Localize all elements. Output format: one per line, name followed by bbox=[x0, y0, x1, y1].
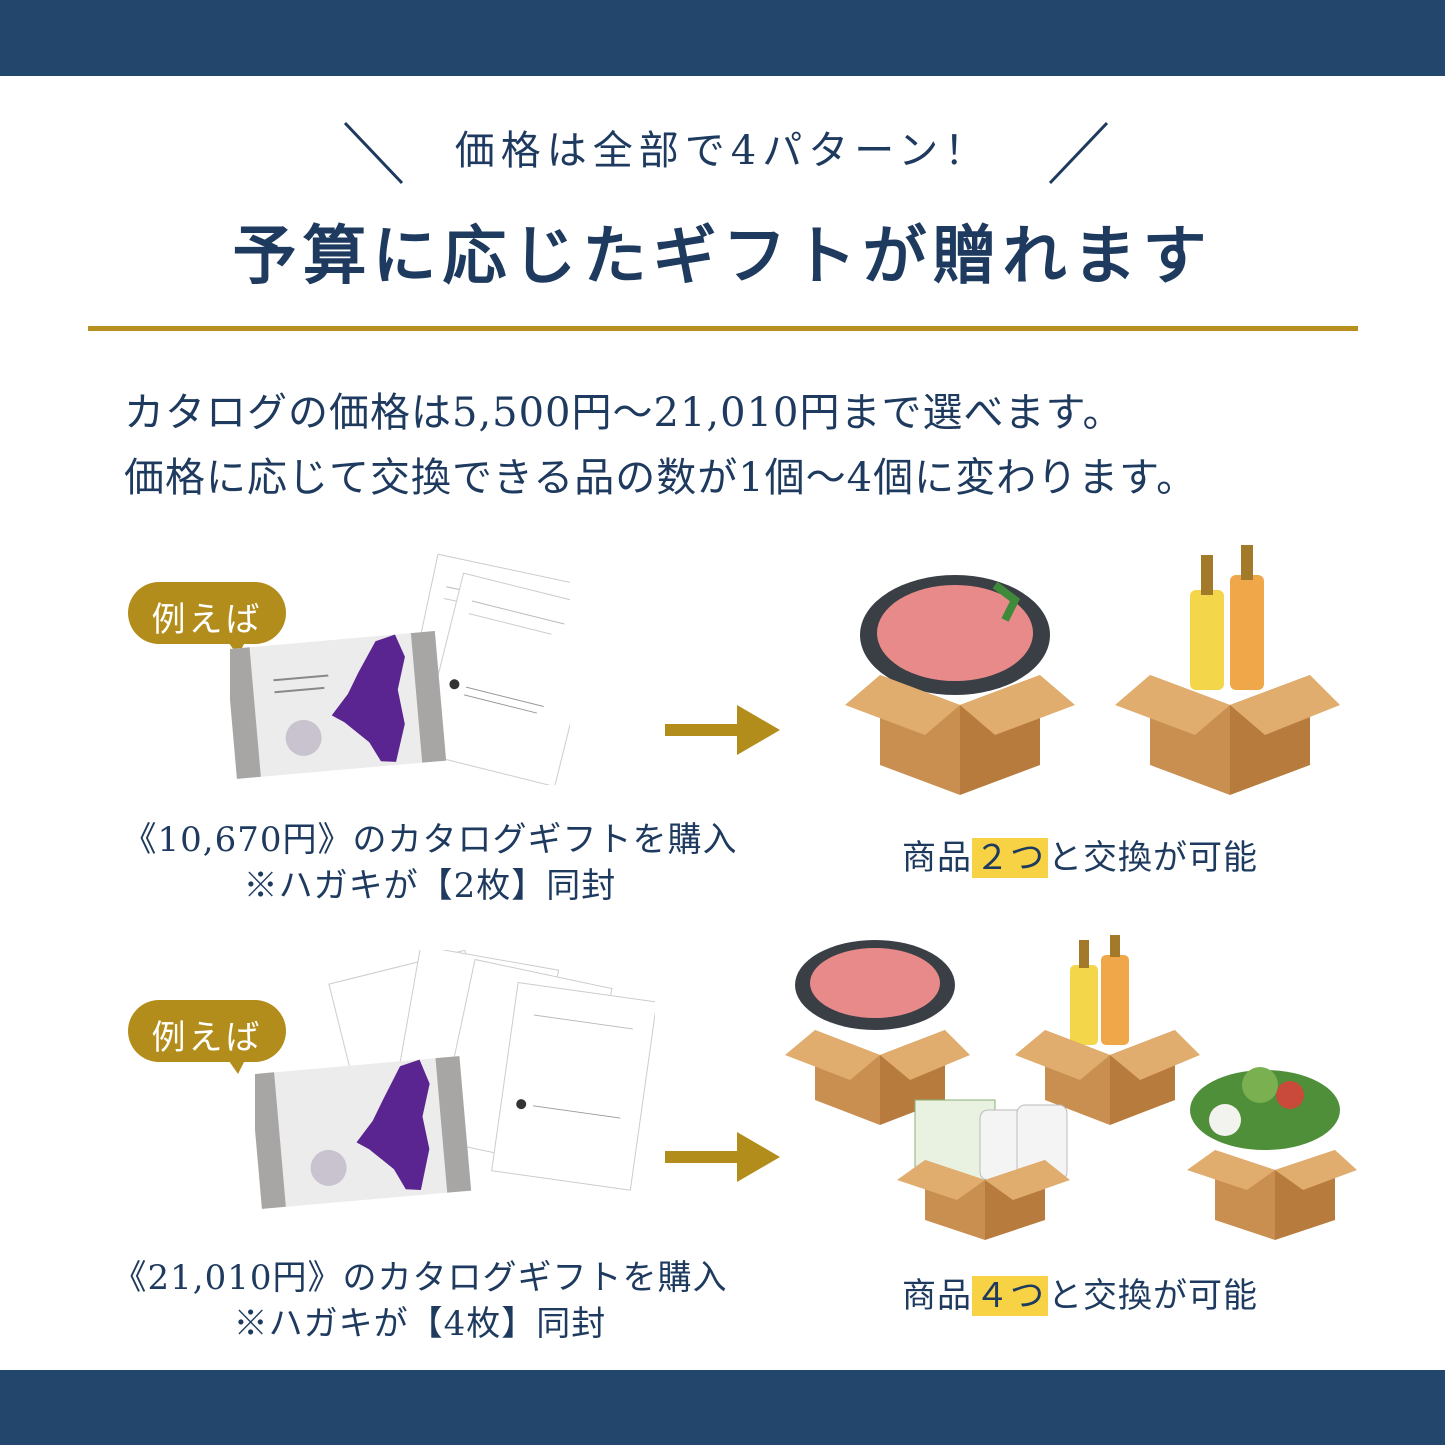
example-badge-label: 例えば bbox=[151, 600, 263, 640]
subtitle: 価格は全部で4パターン！ bbox=[454, 128, 991, 174]
four-gift-boxes-image bbox=[785, 935, 1357, 1240]
top-band bbox=[0, 0, 1445, 76]
exchange-result: 商品２つと交換が可能 bbox=[840, 830, 1320, 879]
example-caption-line-2: ※ハガキが【2枚】同封 bbox=[243, 866, 617, 906]
description-line-1: カタログの価格は5,500円〜21,010円まで選べます。 bbox=[124, 390, 1124, 436]
example-caption-line-1: 《21,010円》のカタログギフトを購入 bbox=[112, 1258, 728, 1298]
right-slash-icon bbox=[1048, 121, 1109, 185]
result-count-highlight: ４つ bbox=[972, 1276, 1048, 1316]
example-badge-label: 例えば bbox=[151, 1018, 263, 1058]
exchange-result: 商品４つと交換が可能 bbox=[840, 1268, 1320, 1317]
catalog-with-4-postcards-image bbox=[255, 950, 655, 1209]
arrow-right-icon bbox=[665, 705, 780, 755]
gold-divider bbox=[88, 326, 1358, 331]
result-count-highlight: ２つ bbox=[972, 838, 1048, 878]
example-badge: 例えば bbox=[128, 1000, 286, 1074]
result-suffix: と交換が可能 bbox=[1048, 838, 1258, 878]
example-caption-line-1: 《10,670円》のカタログギフトを購入 bbox=[122, 820, 738, 860]
two-gift-boxes-image bbox=[845, 545, 1340, 795]
arrow-right-icon bbox=[665, 1132, 780, 1182]
example-caption-line-2: ※ハガキが【4枚】同封 bbox=[233, 1304, 607, 1344]
result-prefix: 商品 bbox=[902, 1276, 972, 1316]
description-line-2: 価格に応じて交換できる品の数が1個〜4個に変わります。 bbox=[124, 455, 1198, 501]
result-prefix: 商品 bbox=[902, 838, 972, 878]
result-suffix: と交換が可能 bbox=[1048, 1276, 1258, 1316]
page-title: 予算に応じたギフトが贈れます bbox=[232, 219, 1213, 294]
left-slash-icon bbox=[343, 121, 404, 185]
bottom-band bbox=[0, 1370, 1445, 1445]
catalog-with-2-postcards-image bbox=[230, 553, 570, 785]
